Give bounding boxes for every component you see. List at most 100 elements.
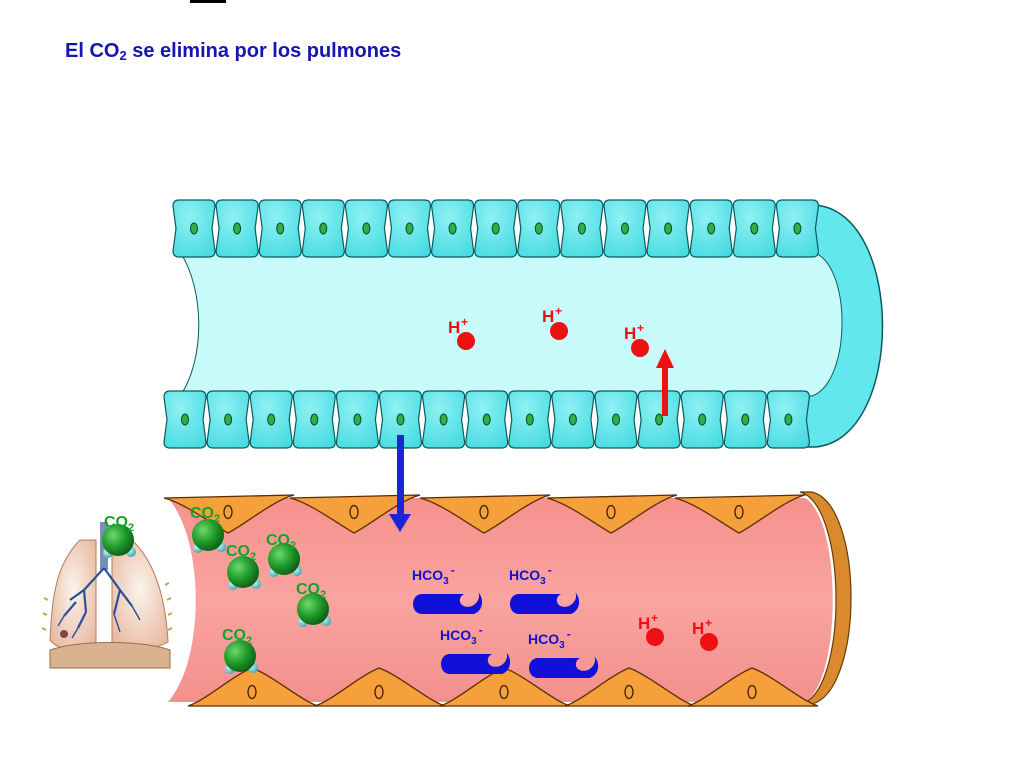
tubule-epithelial-cell	[637, 390, 681, 449]
tubule-epithelial-cell	[387, 199, 432, 258]
title-text-post: se elimina por los pulmones	[126, 40, 402, 62]
tubule-protons: H + H + H +	[448, 304, 649, 357]
tubule-cells-bottom	[163, 390, 811, 449]
tubule-epithelial-cell	[775, 199, 820, 258]
tubule-epithelial-cell	[335, 390, 380, 449]
capillary-lumen	[168, 498, 833, 702]
proton-ion: H +	[542, 304, 568, 340]
hco3-label: HCO3-	[509, 563, 552, 587]
bicarbonate-ion: HCO3-	[440, 623, 511, 674]
tubule-epithelial-cell	[344, 199, 389, 258]
tubule-epithelial-cell	[249, 390, 293, 449]
proton-label-plus: +	[461, 315, 468, 329]
co2-label: CO2	[104, 514, 134, 534]
proton-label-plus: +	[651, 611, 658, 625]
tubule-epithelial-cell	[766, 390, 811, 449]
title-subscript: 2	[119, 48, 127, 63]
bicarbonate-shape	[529, 656, 599, 678]
proton-label-h: H	[638, 614, 650, 633]
endothelial-cell	[419, 494, 551, 534]
proton-secretion-arrow	[656, 349, 674, 416]
co2-label: CO2	[190, 505, 220, 525]
endothelial-cell	[546, 494, 678, 534]
endothelial-cell	[163, 494, 295, 534]
endothelial-cell	[289, 494, 421, 534]
tubule-epithelial-cell	[594, 390, 638, 449]
capillary-protons: H + H +	[638, 611, 718, 651]
endothelial-cell	[687, 667, 819, 707]
tubule-epithelial-cell	[465, 390, 509, 449]
proton-label-h: H	[542, 307, 554, 326]
co2-label: CO2	[222, 627, 252, 647]
tubule-epithelial-cell	[206, 390, 250, 449]
proton-ion: H +	[624, 321, 649, 357]
bicarbonate-ion: HCO3-	[509, 563, 580, 614]
endothelial-cell	[314, 667, 446, 707]
bicarbonate-shape	[441, 652, 511, 674]
title-text-pre: El CO	[65, 40, 120, 62]
co2-molecule-icon: CO2	[296, 581, 331, 627]
tubule-epithelial-cell	[508, 390, 552, 449]
co2-molecule-icon: CO2	[190, 505, 226, 553]
tubule-epithelial-cell	[378, 390, 423, 449]
co2-label: CO2	[226, 543, 256, 563]
proton-dot	[646, 628, 664, 646]
proton-ion: H +	[638, 611, 664, 646]
co2-label: CO2	[296, 581, 326, 601]
endothelial-cell	[564, 667, 696, 707]
tubule-epithelial-cell	[517, 199, 561, 258]
bicarbonate-shape	[413, 592, 483, 614]
tubule-epithelial-cell	[560, 199, 604, 258]
slide-title: El CO2 se elimina por los pulmones	[65, 40, 401, 63]
co2-label: CO2	[266, 532, 296, 552]
proton-label-h: H	[624, 324, 636, 343]
co2-molecule-icon: CO2	[222, 627, 258, 674]
endothelium-bottom	[187, 667, 819, 707]
proton-ion: H +	[692, 616, 718, 651]
proton-ion: H +	[448, 315, 475, 350]
proton-label-plus: +	[637, 321, 644, 335]
tubule-epithelial-cell	[689, 199, 733, 258]
proton-dot	[631, 339, 649, 357]
proton-label-plus: +	[555, 304, 562, 318]
bicarbonate-reabsorption-arrow	[389, 435, 411, 532]
tubule-epithelial-cell	[301, 199, 345, 258]
tubule-epithelial-cell	[215, 199, 259, 258]
endothelium-top	[163, 494, 806, 534]
tubule-cells-top	[172, 199, 820, 258]
proton-label-h: H	[448, 318, 460, 337]
bicarbonate-ion: HCO3-	[528, 627, 599, 678]
hco3-label: HCO3-	[412, 563, 455, 587]
tubule-epithelial-cell	[430, 199, 475, 258]
tubule-epithelial-cell	[646, 199, 690, 258]
co2-molecule-icon: CO2	[266, 532, 302, 577]
tubule-lumen	[179, 251, 843, 397]
tubule-epithelial-cell	[172, 199, 216, 258]
tubule-epithelial-cell	[421, 390, 466, 449]
tubule	[163, 199, 884, 449]
bicarbonate-ions: HCO3- HCO3- HCO3- HCO3-	[412, 563, 599, 678]
tubule-epithelial-cell	[603, 199, 647, 258]
co2-molecule-icon: CO2	[102, 514, 136, 558]
bicarbonate-ion: HCO3-	[412, 563, 483, 614]
proton-label-h: H	[692, 619, 704, 638]
hco3-label: HCO3-	[440, 623, 483, 647]
hco3-label: HCO3-	[528, 627, 571, 651]
tubule-epithelial-cell	[551, 390, 595, 449]
tubule-epithelial-cell	[163, 390, 207, 449]
tubule-epithelial-cell	[474, 199, 518, 258]
tubule-epithelial-cell	[292, 390, 336, 449]
capillary	[163, 491, 852, 707]
proton-dot	[457, 332, 475, 350]
tubule-epithelial-cell	[723, 390, 767, 449]
co2-molecule-icon: CO2	[226, 543, 261, 590]
top-mark	[190, 0, 226, 3]
endothelial-cell	[674, 494, 806, 534]
proton-label-plus: +	[705, 616, 712, 630]
proton-dot	[550, 322, 568, 340]
proton-dot	[700, 633, 718, 651]
tubule-epithelial-cell	[680, 390, 724, 449]
